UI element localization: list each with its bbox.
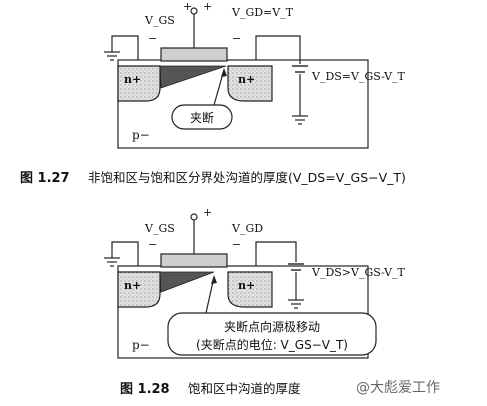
source-wire-1 <box>111 35 139 60</box>
source-region-1 <box>117 65 161 102</box>
substrate-label-1: p− <box>132 128 150 142</box>
drain-label-1: n+ <box>238 73 256 86</box>
gate-electrode-2 <box>160 253 228 268</box>
gate-terminal-2 <box>190 213 198 221</box>
source-wire-2 <box>111 241 139 266</box>
ground-icon <box>292 115 308 125</box>
minus-right-1: − <box>232 32 242 45</box>
pinchoff-callout-box-2 <box>167 312 377 356</box>
battery-icon <box>292 65 308 73</box>
drain-region-1 <box>227 65 273 102</box>
watermark: @大彪爱工作 <box>356 380 440 396</box>
caption-number-2: 图 1.28 <box>120 382 170 397</box>
minus-left-2: − <box>148 238 158 251</box>
source-label-1: n+ <box>124 73 142 86</box>
pinchoff-callout-line-1: 夹断点向源极移动 <box>223 320 320 334</box>
caption-text-1: 非饱和区与饱和区分界处沟道的厚度(V_DS=V_GS−V_T) <box>88 170 406 185</box>
pinchoff-callout-box-1 <box>171 104 233 130</box>
substrate-label-2: p− <box>132 338 150 352</box>
vds-label-2: V_DS>V_GS-V_T <box>312 266 405 279</box>
vgs-label-2: V_GS <box>145 222 175 235</box>
vgd-label-1: V_GD=V_T <box>232 6 294 19</box>
gate-electrode-1 <box>160 47 228 62</box>
figure-2 <box>104 213 377 359</box>
channel-wedge-1 <box>159 65 227 89</box>
arrowhead-icon <box>211 275 217 284</box>
pinchoff-callout-line-2: (夹断点的电位: V_GS−V_T) <box>196 338 348 352</box>
minus-right-2: − <box>232 238 242 251</box>
ground-icon <box>104 51 120 61</box>
caption-number-1: 图 1.27 <box>20 171 70 186</box>
vds-label-1: V_DS=V_GS-V_T <box>312 70 405 83</box>
drain-region-2 <box>227 271 273 308</box>
caption-text-2: 饱和区中沟道的厚度 <box>188 381 301 396</box>
gate-plus-right: + <box>203 0 213 13</box>
source-label-2: n+ <box>124 279 142 292</box>
channel-wedge-2 <box>159 271 215 293</box>
vgs-label-1: V_GS <box>145 14 175 27</box>
gate-terminal-1 <box>190 7 198 15</box>
battery-icon <box>288 263 304 271</box>
drain-wire-2 <box>255 241 297 266</box>
vgd-label-2: V_GD <box>232 222 264 235</box>
gate-plus-2: + <box>203 206 213 219</box>
ground-icon <box>104 257 120 267</box>
figure-1 <box>104 7 369 149</box>
drain-label-2: n+ <box>238 279 256 292</box>
ground-icon <box>288 299 304 309</box>
minus-left-1: − <box>148 32 158 45</box>
source-region-2 <box>117 271 161 308</box>
pinchoff-label-1: 夹断 <box>189 111 214 125</box>
arrowhead-icon <box>221 68 227 77</box>
gate-plus-left: + <box>183 0 193 13</box>
drain-wire-1 <box>255 35 301 64</box>
